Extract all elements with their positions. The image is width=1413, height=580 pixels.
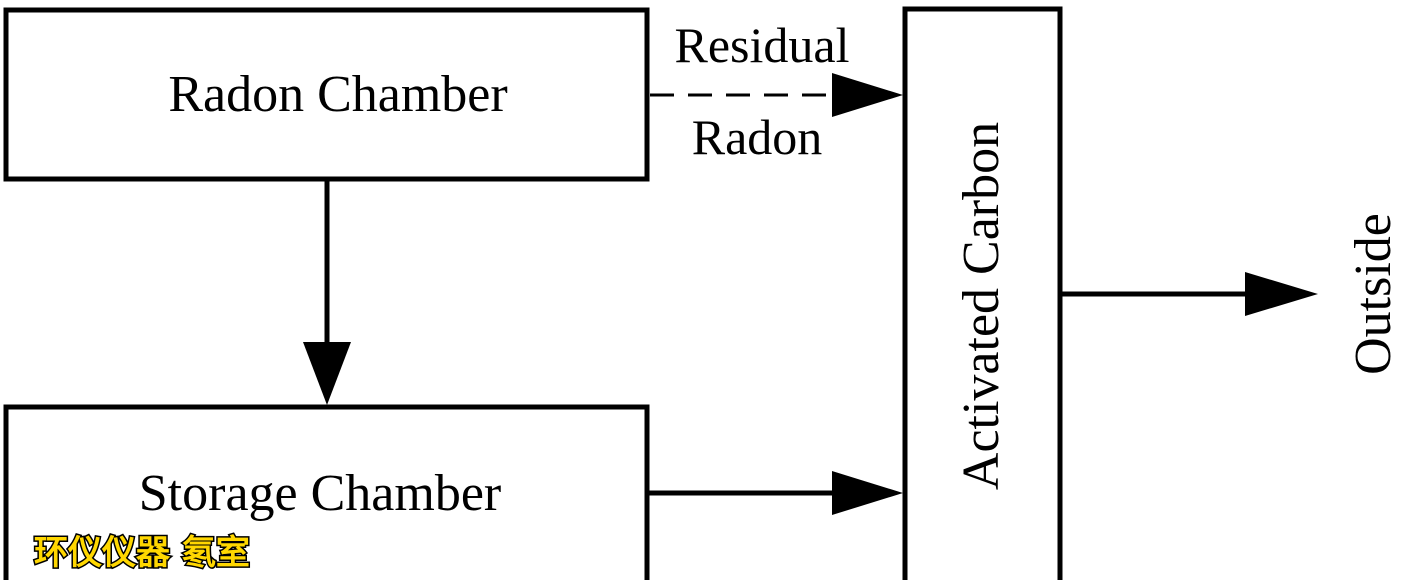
radon-chamber-box bbox=[3, 7, 650, 182]
arrow-radon-to-storage-head bbox=[303, 342, 351, 405]
watermark-text: 环仪仪器 氡室 bbox=[34, 533, 250, 573]
storage-chamber-node: Storage Chamber bbox=[3, 404, 650, 580]
residual-label-line2: Radon bbox=[692, 109, 823, 165]
arrow-residual-radon: Residual Radon bbox=[650, 17, 903, 165]
arrow-storage-to-carbon-head bbox=[832, 471, 903, 515]
residual-label-line1: Residual bbox=[675, 17, 850, 73]
arrow-storage-to-carbon bbox=[648, 471, 903, 515]
activated-carbon-label: Activated Carbon bbox=[953, 122, 1010, 490]
arrow-residual-radon-head bbox=[832, 73, 903, 117]
arrow-radon-to-storage bbox=[303, 180, 351, 405]
radon-chamber-node: Radon Chamber bbox=[3, 7, 650, 182]
activated-carbon-node: Activated Carbon bbox=[902, 6, 1063, 580]
storage-chamber-label: Storage Chamber bbox=[139, 465, 501, 522]
arrow-carbon-to-outside-head bbox=[1245, 272, 1318, 316]
radon-chamber-label: Radon Chamber bbox=[168, 66, 507, 123]
outside-label: Outside bbox=[1345, 213, 1402, 375]
activated-carbon-box bbox=[902, 6, 1063, 580]
storage-chamber-box bbox=[3, 404, 650, 580]
arrow-carbon-to-outside bbox=[1062, 272, 1318, 316]
